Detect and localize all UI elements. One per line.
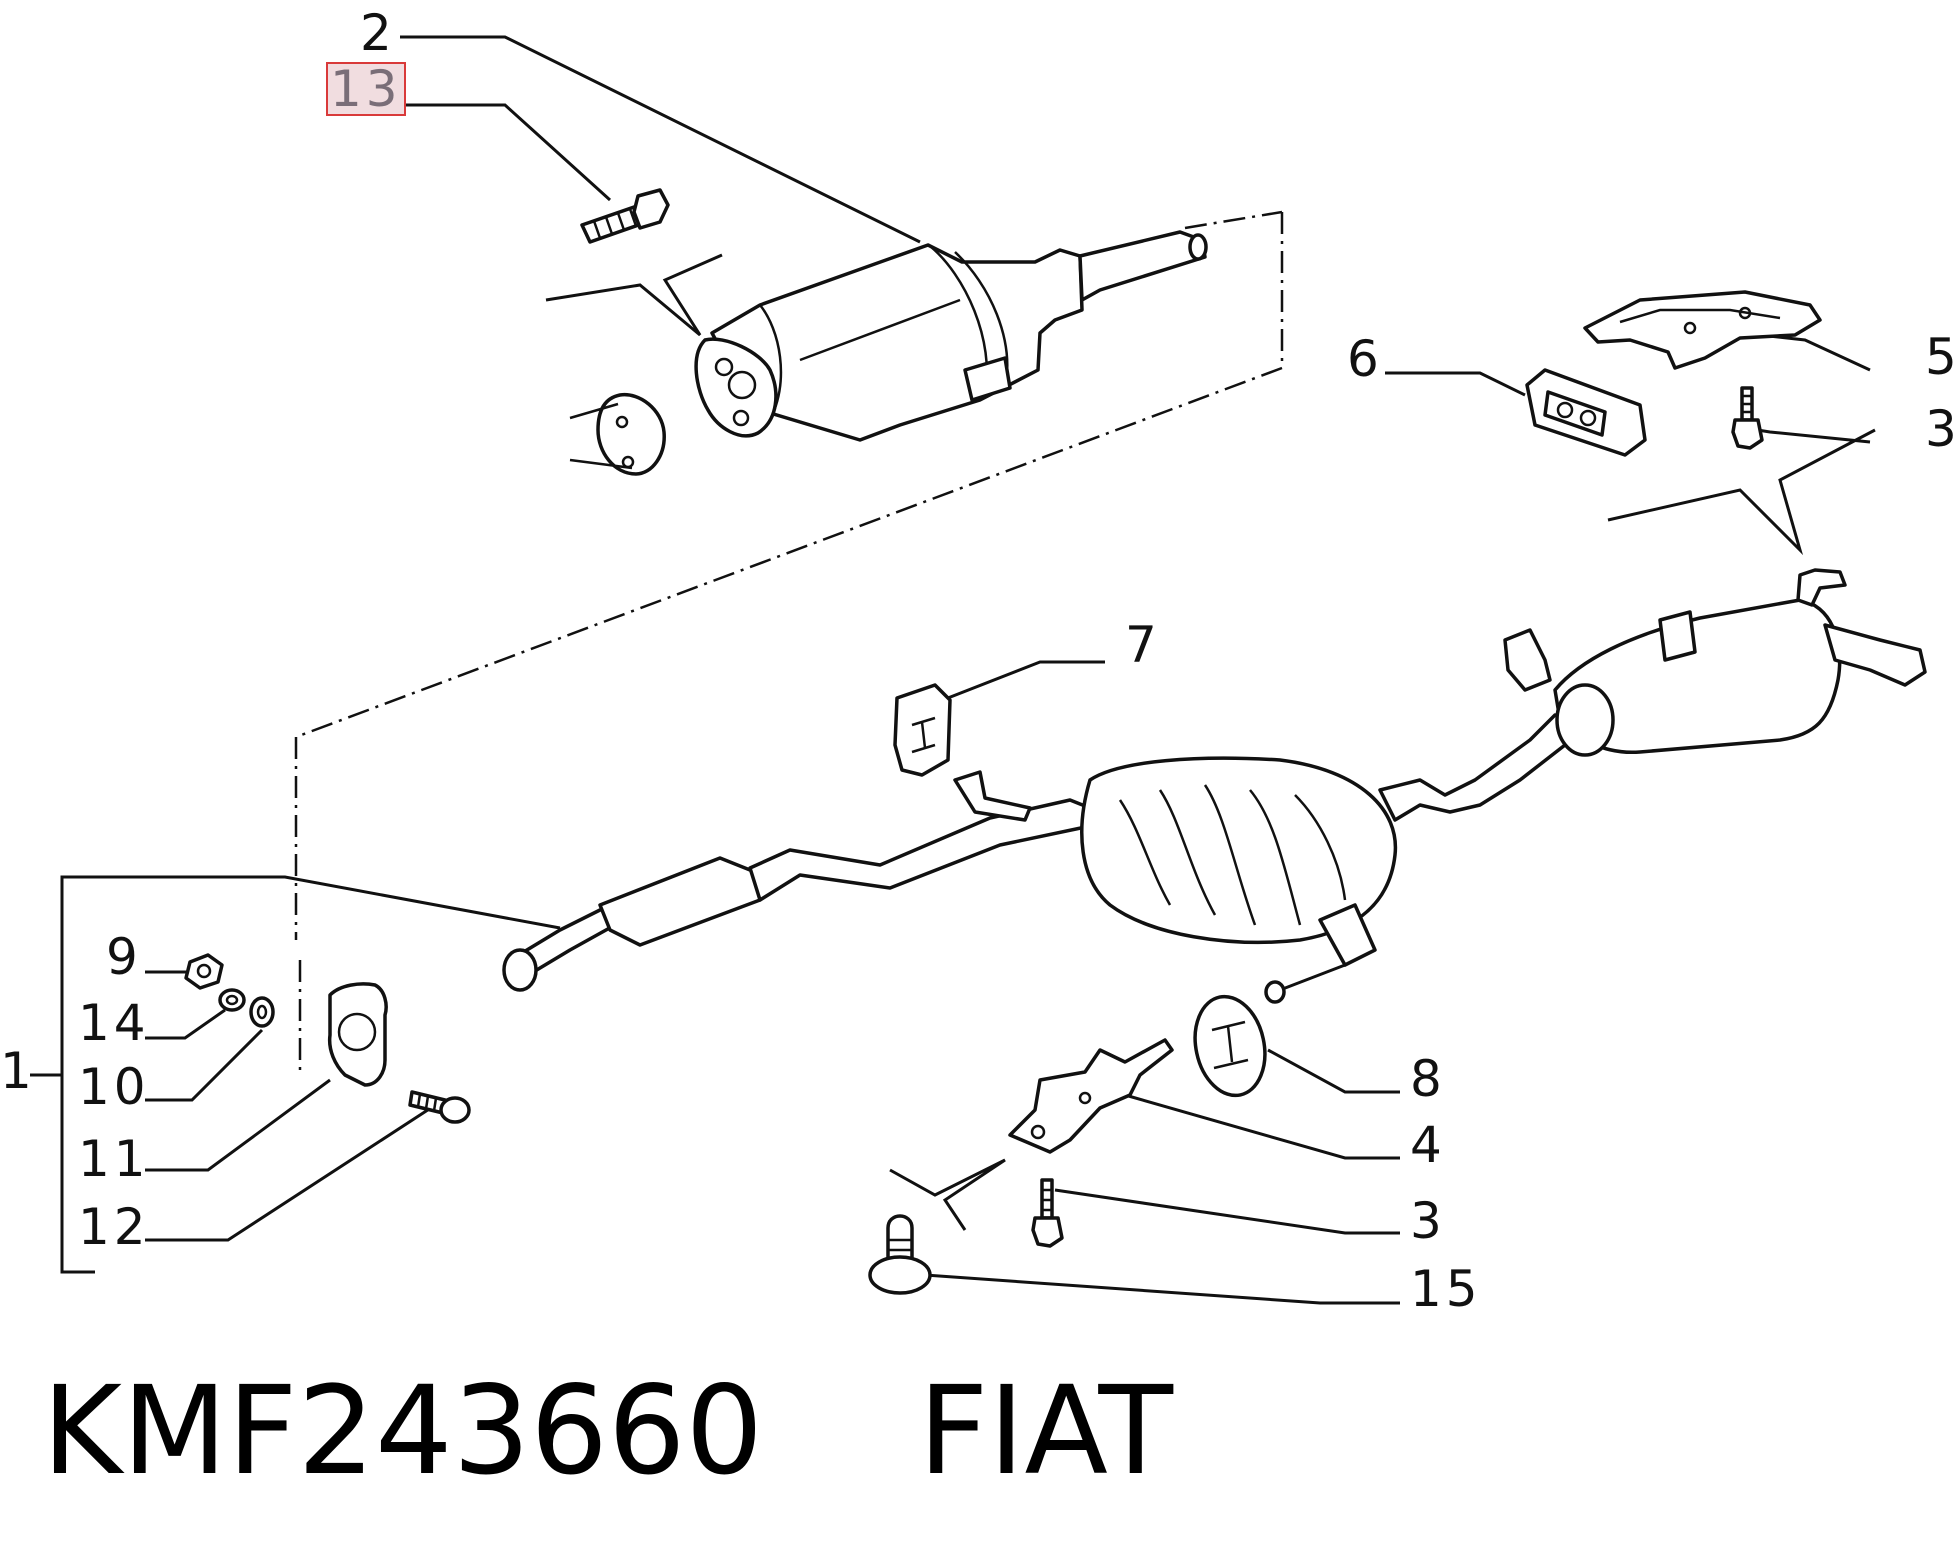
rubber-mount-7-drawing	[893, 683, 952, 777]
upstream-pipe-drawing	[569, 393, 666, 476]
plug-15-drawing	[868, 1214, 932, 1295]
part-number: KMF243660	[42, 1360, 764, 1502]
callout-14: 14	[78, 994, 150, 1052]
heat-shield-11-drawing	[327, 982, 388, 1087]
callout-8: 8	[1410, 1050, 1446, 1108]
callout-10: 10	[78, 1058, 150, 1116]
leader-lines	[30, 35, 1871, 1305]
caption-gap	[763, 1360, 918, 1502]
assembly-outline	[294, 210, 1284, 1070]
bolt-13-drawing	[580, 188, 670, 244]
callout-3-lower: 3	[1410, 1192, 1446, 1250]
fasteners-drawing	[184, 953, 275, 1028]
callout-1: 1	[0, 1042, 36, 1100]
callout-5: 5	[1925, 328, 1959, 386]
exhaust-line-drawing	[502, 568, 1927, 1004]
brand-name: FIAT	[918, 1360, 1173, 1502]
callout-6: 6	[1347, 330, 1383, 388]
part-caption: KMF243660 FIAT	[42, 1370, 1173, 1492]
callout-7: 7	[1125, 616, 1161, 674]
callout-13: 13	[326, 60, 406, 118]
bolt-3-upper-drawing	[1731, 386, 1764, 450]
catalytic-converter-drawing	[694, 230, 1208, 442]
callout-15: 15	[1410, 1260, 1482, 1318]
bolt-3-lower-drawing	[1031, 1178, 1064, 1248]
rubber-ring-8-drawing	[1193, 994, 1267, 1098]
callout-12: 12	[78, 1198, 150, 1256]
callout-4: 4	[1410, 1116, 1446, 1174]
bracket-4-drawing	[1008, 1038, 1174, 1154]
bracket-5-drawing	[1583, 290, 1822, 370]
callout-11: 11	[78, 1130, 150, 1188]
callout-3-upper: 3	[1925, 400, 1959, 458]
break-marks	[545, 253, 1876, 1231]
callout-2: 2	[360, 4, 396, 62]
callout-9: 9	[106, 928, 142, 986]
screw-12-drawing	[408, 1090, 471, 1124]
rubber-mount-6-drawing	[1525, 368, 1647, 457]
